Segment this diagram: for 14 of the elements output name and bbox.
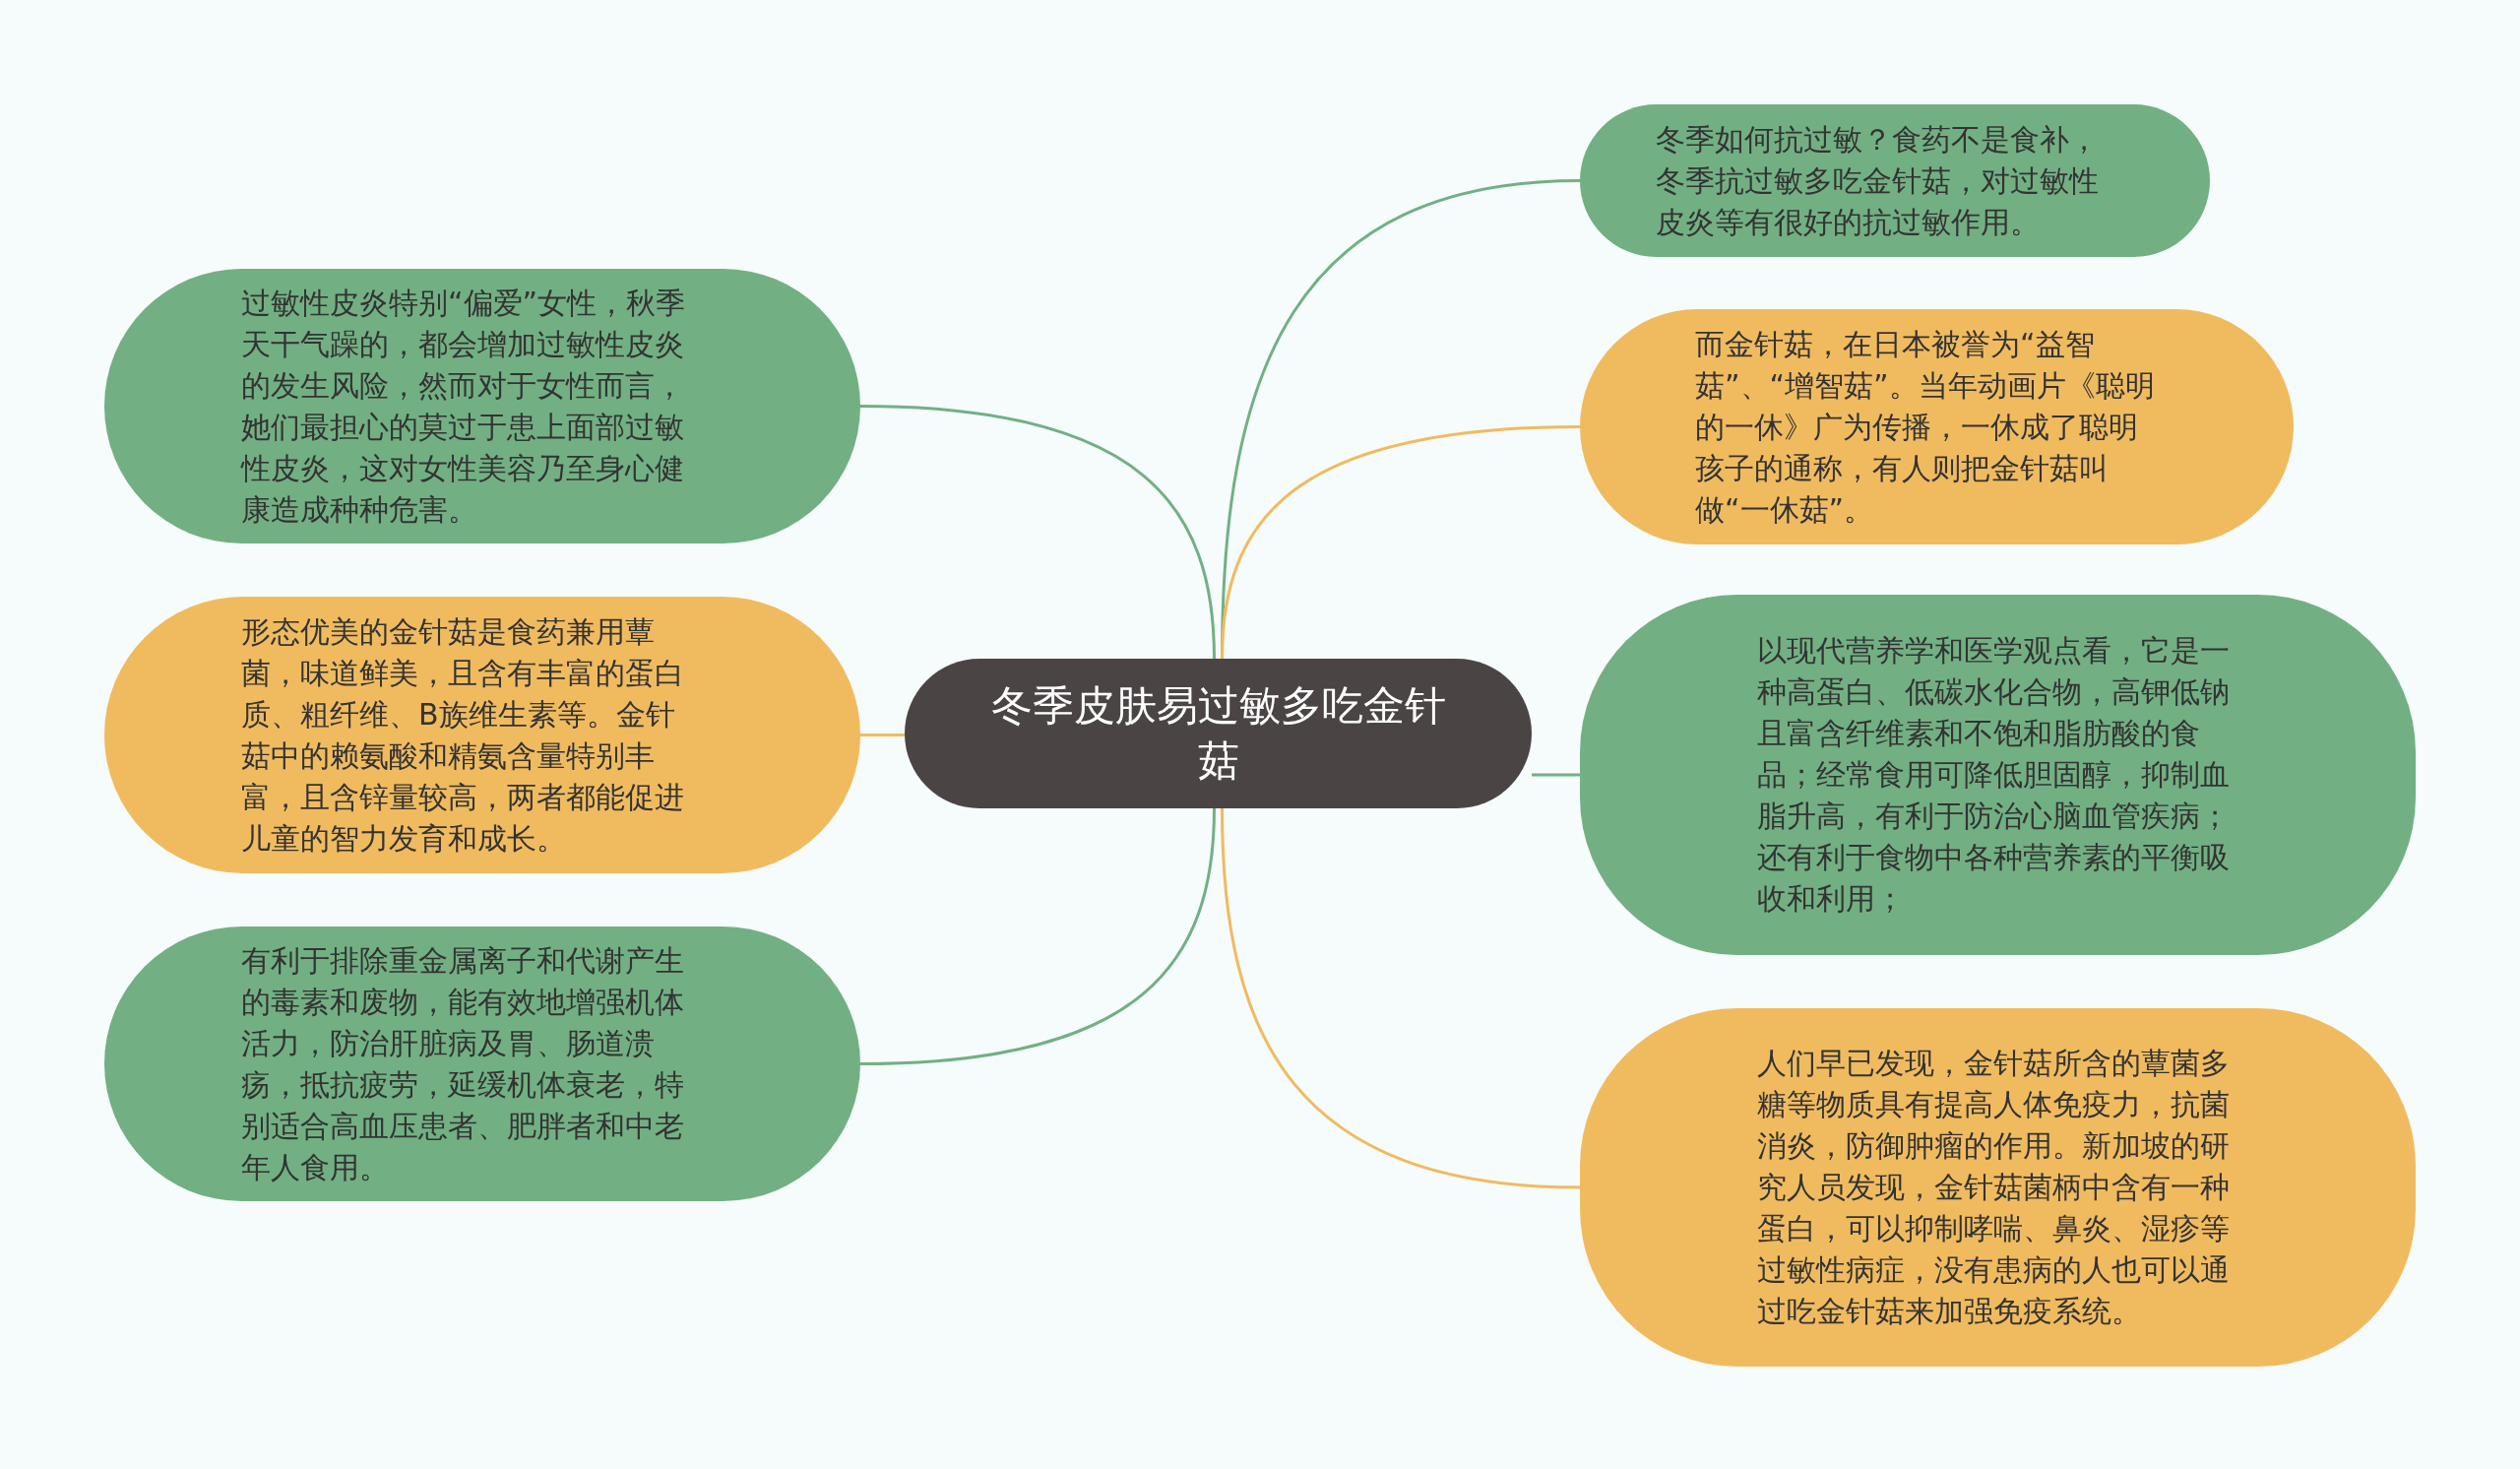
topic-text: 而金针菇，在日本被誉为“益智菇”、“增智菇”。当年动画片《聪明的一休》广为传播，一休成了聪明孩子的通称，有人则把金针菇叫做“一休菇”。	[1695, 325, 2156, 529]
topic-text: 冬季如何抗过敏？食药不是食补，冬季抗过敏多吃金针菇，对过敏性皮炎等有很好的抗过敏作用。	[1656, 120, 2100, 241]
topic-text: 人们早已发现，金针菇所含的蕈菌多糖等物质具有提高人体免疫力，抗菌消炎，防御肿瘤的作用。新加坡的研究人员发现，金针菇菌柄中含有一种蛋白，可以抑制哮喘、鼻炎、湿疹等过敏性病症，没有患病的人也可以通过吃金针菇来加强免疫系统。	[1757, 1045, 2230, 1330]
connector-line	[859, 807, 1216, 1065]
connector-line	[1221, 807, 1581, 1189]
connector-line	[1532, 773, 1580, 777]
topic-text: 有利于排除重金属离子和代谢产生的毒素和废物，能有效地增强机体活力，防治肝脏病及胃、肠道溃疡，抵抗疲劳，延缓机体衰老，特别适合高血压患者、肥胖者和中老年人食用。	[241, 941, 685, 1186]
topic-text: 以现代营养学和医学观点看，它是一种高蛋白、低碳水化合物，高钾低钠且富含纤维素和不饱和脂肪酸的食品；经常食用可降低胆固醇，抑制血脂升高，有利于防治心脑血管疾病；还有利于食物中各种营养素的平衡吸收和利用；	[1757, 632, 2230, 918]
connector-line	[860, 734, 905, 736]
topic-text: 过敏性皮炎特别“偏爱”女性，秋季天干气躁的，都会增加过敏性皮炎的发生风险，然而对于女性而言，她们最担心的莫过于患上面部过敏性皮炎，这对女性美容乃至身心健康造成种种危害。	[241, 284, 687, 529]
central-topic-text: 冬季皮肤易过敏多吃金针菇	[989, 680, 1447, 787]
connector-line	[1221, 425, 1581, 660]
connector-line	[859, 405, 1216, 660]
topic-text: 形态优美的金针菇是食药兼用蕈菌，味道鲜美，且含有丰富的蛋白质、粗纤维、B族维生素等。金针菇中的赖氨酸和精氨含量特别丰富，且含锌量较高，两者都能促进儿童的智力发育和成长。	[241, 612, 685, 858]
